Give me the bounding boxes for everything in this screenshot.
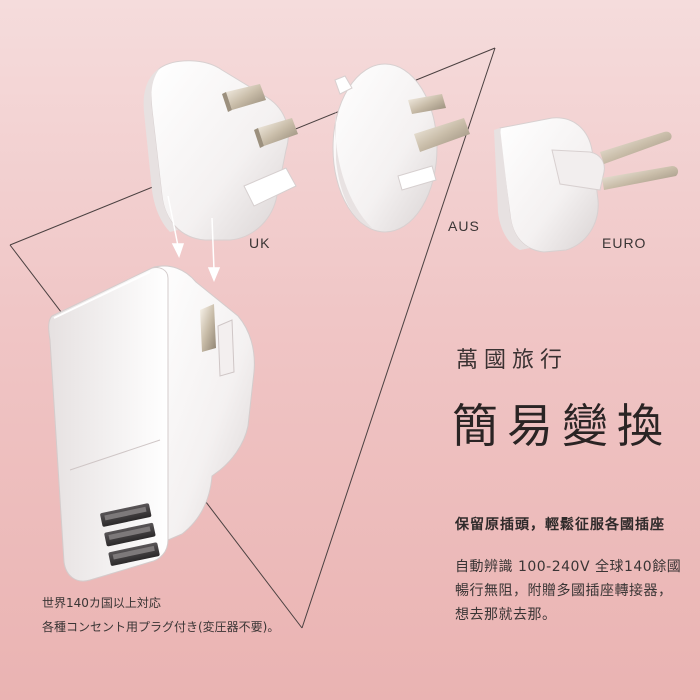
euro-label: EURO xyxy=(602,235,647,251)
uk-adapter xyxy=(143,60,298,241)
description-line: 自動辨識 100-240V 全球140餘國 xyxy=(455,559,682,575)
japanese-note: 世界140カ国以上対応 各種コンセント用プラグ付き(変圧器不要)。 xyxy=(42,591,279,639)
aus-adapter xyxy=(332,63,470,233)
main-charger xyxy=(48,265,255,582)
uk-label: UK xyxy=(249,235,271,251)
japanese-note-line: 各種コンセント用プラグ付き(変圧器不要)。 xyxy=(42,620,280,634)
headline-small: 萬國旅行 xyxy=(456,348,569,373)
euro-adapter xyxy=(494,117,679,253)
subhead: 保留原插頭，輕鬆征服各國插座 xyxy=(455,517,665,533)
description-line: 想去那就去那。 xyxy=(455,607,557,623)
aus-label: AUS xyxy=(448,218,480,234)
headline-big: 簡易變換 xyxy=(452,399,672,453)
attach-arrows xyxy=(167,195,221,282)
japanese-note-line: 世界140カ国以上対応 xyxy=(42,596,161,610)
usb-ports xyxy=(100,503,160,566)
description-line: 暢行無阻，附贈多國插座轉接器， xyxy=(455,583,673,599)
description: 自動辨識 100-240V 全球140餘國 暢行無阻，附贈多國插座轉接器， 想去… xyxy=(455,555,681,627)
